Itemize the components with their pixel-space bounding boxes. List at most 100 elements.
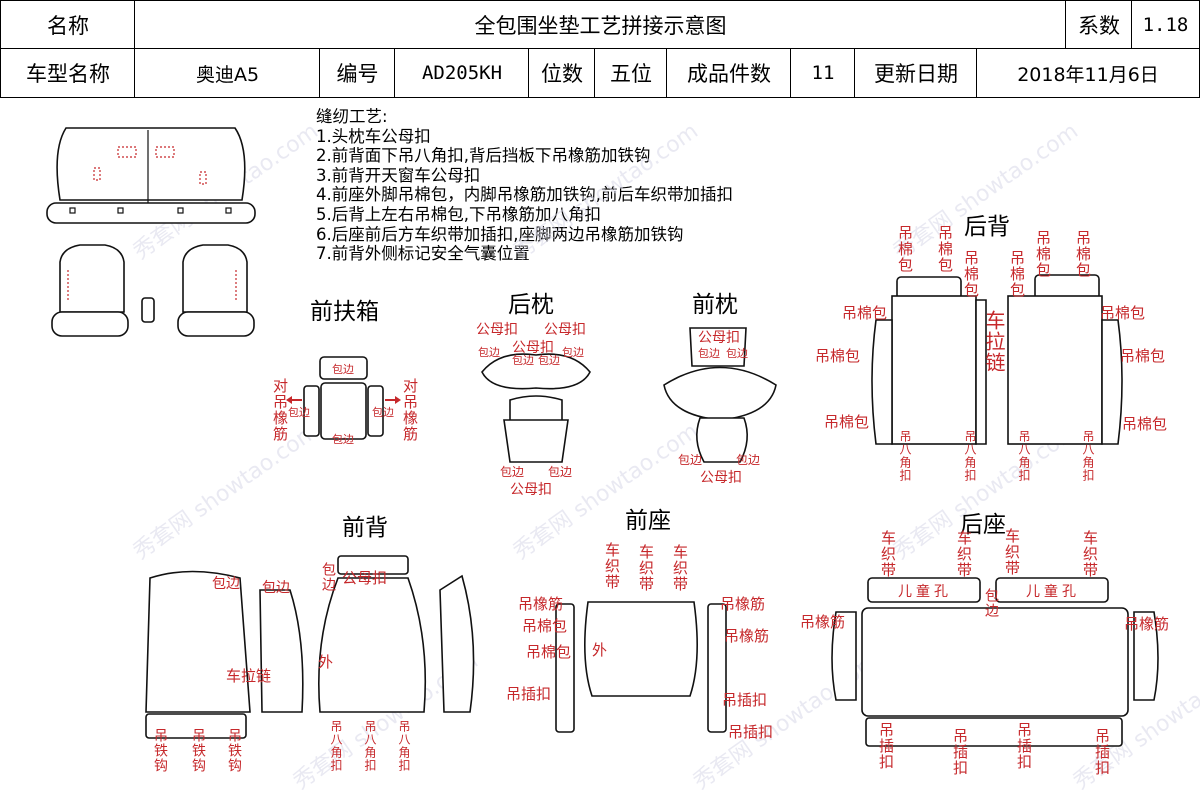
- label-diao-chakou: 吊插扣: [506, 685, 552, 703]
- pieces-value-cell: 11: [790, 48, 856, 98]
- label-baobian: 包边: [726, 347, 748, 360]
- label-diao-mianbao: 吊棉包: [1008, 250, 1026, 298]
- front-seat-right: [182, 244, 248, 313]
- label-baobian: 包边: [500, 465, 525, 479]
- rear-headrest-pattern: [481, 353, 591, 463]
- seats-value: 五位: [610, 62, 652, 86]
- label-baobian: 包边: [698, 347, 720, 360]
- date-value: 2018年11月6日: [1017, 63, 1159, 86]
- label-ertongkou: 儿童孔: [898, 584, 952, 600]
- label-baobian: 包边: [212, 576, 240, 592]
- front-headrest-bottom: [696, 417, 748, 463]
- model-label: 车型名称: [26, 62, 110, 86]
- label-baobian: 包边: [332, 433, 354, 446]
- rear-seat-top-left: [867, 577, 981, 603]
- label-dui-diao-xiangjin: 对吊橡筋: [401, 378, 419, 442]
- label-diao-mianbao: 吊棉包: [1120, 347, 1166, 365]
- label-baobian: 包边: [372, 406, 394, 419]
- label-gongmukou: 公母扣: [512, 340, 554, 356]
- label-baobian: 包边: [478, 346, 500, 359]
- armrest-mini: [141, 297, 155, 323]
- label-baobian: 包边: [332, 363, 354, 376]
- pieces-value: 11: [811, 62, 835, 84]
- marker: [93, 167, 101, 181]
- front-headrest-pattern: [663, 327, 777, 463]
- title-front-armrest: 前扶箱: [310, 299, 379, 325]
- rear-seat-side-left: [831, 611, 857, 701]
- label-che-lalian: 车拉链: [226, 667, 272, 685]
- label-diao-mianbao: 吊棉包: [896, 225, 914, 273]
- label-diao-mianbao: 吊棉包: [1074, 230, 1092, 278]
- label-gongmukou: 公母扣: [476, 322, 518, 338]
- rear-seat-front-band: [865, 717, 1123, 747]
- label-baobian: 包边: [736, 453, 761, 467]
- note-item: 2.前背面下吊八角扣,背后挡板下吊橡筋加铁钩: [316, 146, 651, 166]
- label-diao-tiegou: 吊铁钩: [226, 728, 242, 773]
- coef-value-cell: 1.18: [1131, 0, 1200, 50]
- label-diao-mianbao: 吊棉包: [815, 347, 861, 365]
- notes-title: 缝纫工艺:: [316, 107, 388, 126]
- rear-seat-pattern: [831, 577, 1159, 747]
- overview-rear-bench: [46, 127, 256, 224]
- label-che-zhidai: 车织带: [955, 530, 973, 578]
- label-che-zhidai: 车织带: [637, 544, 655, 592]
- code-value: AD205KH: [421, 62, 503, 84]
- label-diao-mianbao: 吊棉包: [842, 304, 888, 322]
- marker: [155, 146, 175, 158]
- label-gongmukou: 公母扣: [698, 330, 740, 346]
- front-back-pattern: [145, 555, 475, 739]
- label-diao-xiangjin: 吊橡筋: [1124, 615, 1170, 633]
- label-baobian: 包边: [288, 406, 310, 419]
- rear-seat-top-right: [995, 577, 1109, 603]
- arrow-right-head: [395, 396, 401, 404]
- label-baobian: 包边: [983, 588, 999, 618]
- model-label-cell: 车型名称: [0, 48, 136, 98]
- label-diao-bajiaokou: 吊八角扣: [363, 720, 377, 772]
- title-front-headrest: 前枕: [692, 292, 738, 318]
- title-rear-back: 后背: [964, 214, 1010, 240]
- label-diao-chakou: 吊插扣: [1093, 728, 1111, 776]
- coef-value: 1.18: [1142, 14, 1189, 36]
- front-headrest-band: [663, 366, 777, 421]
- label-diao-mianbao: 吊棉包: [936, 225, 954, 273]
- label-baobian: 包边: [548, 465, 573, 479]
- label-diao-bajiaokou: 吊八角扣: [329, 720, 343, 772]
- note-item: 3.前背开天窗车公母扣: [316, 165, 481, 185]
- label-diao-chakou: 吊插扣: [877, 722, 895, 770]
- rear-back-left: [891, 295, 977, 445]
- note-item: 1.头枕车公母扣: [316, 126, 431, 146]
- label-diao-xiangjin: 吊橡筋: [724, 627, 770, 645]
- note-item: 6.后座前后方车织带加插扣,座脚两边吊橡筋加铁钩: [316, 224, 684, 244]
- label-diao-chakou: 吊插扣: [951, 728, 969, 776]
- label-diao-xiangjin: 吊橡筋: [800, 613, 846, 631]
- seats-label: 位数: [541, 62, 583, 86]
- label-baobian: 包边: [562, 346, 584, 359]
- rear-back-right: [1007, 295, 1103, 445]
- label-che-zhidai: 车织带: [1003, 528, 1021, 576]
- label-diao-mianbao: 吊棉包: [1100, 304, 1146, 322]
- label-wai: 外: [318, 653, 334, 671]
- clip: [69, 207, 76, 214]
- label-baobian: 包边: [538, 354, 560, 367]
- watermark-text: 秀套网 showtao.com: [509, 119, 703, 265]
- label-diao-chakou: 吊插扣: [1015, 722, 1033, 770]
- label-diao-bajiaokou: 吊八角扣: [963, 430, 977, 482]
- title-front-back: 前背: [342, 515, 388, 541]
- front-back-outer: [318, 577, 427, 713]
- front-armrest-pattern: [286, 356, 401, 440]
- label-diao-bajiaokou: 吊八角扣: [1081, 430, 1095, 482]
- armrest-top: [319, 356, 368, 380]
- rear-back-side-left: [871, 319, 893, 445]
- front-seat-pattern: [555, 601, 727, 733]
- label-diao-mianbao: 吊棉包: [1034, 230, 1052, 278]
- label-diao-bajiaokou: 吊八角扣: [1017, 430, 1031, 482]
- label-diao-bajiaokou: 吊八角扣: [898, 430, 912, 482]
- code-value-cell: AD205KH: [394, 48, 530, 98]
- seats-value-cell: 五位: [594, 48, 668, 98]
- clip: [117, 207, 124, 214]
- title-rear-seat: 后座: [960, 512, 1006, 538]
- rear-headrest-base: [503, 419, 569, 463]
- label-gongmukou: 公母扣: [510, 482, 552, 498]
- label-diao-mianbao: 吊棉包: [1122, 415, 1168, 433]
